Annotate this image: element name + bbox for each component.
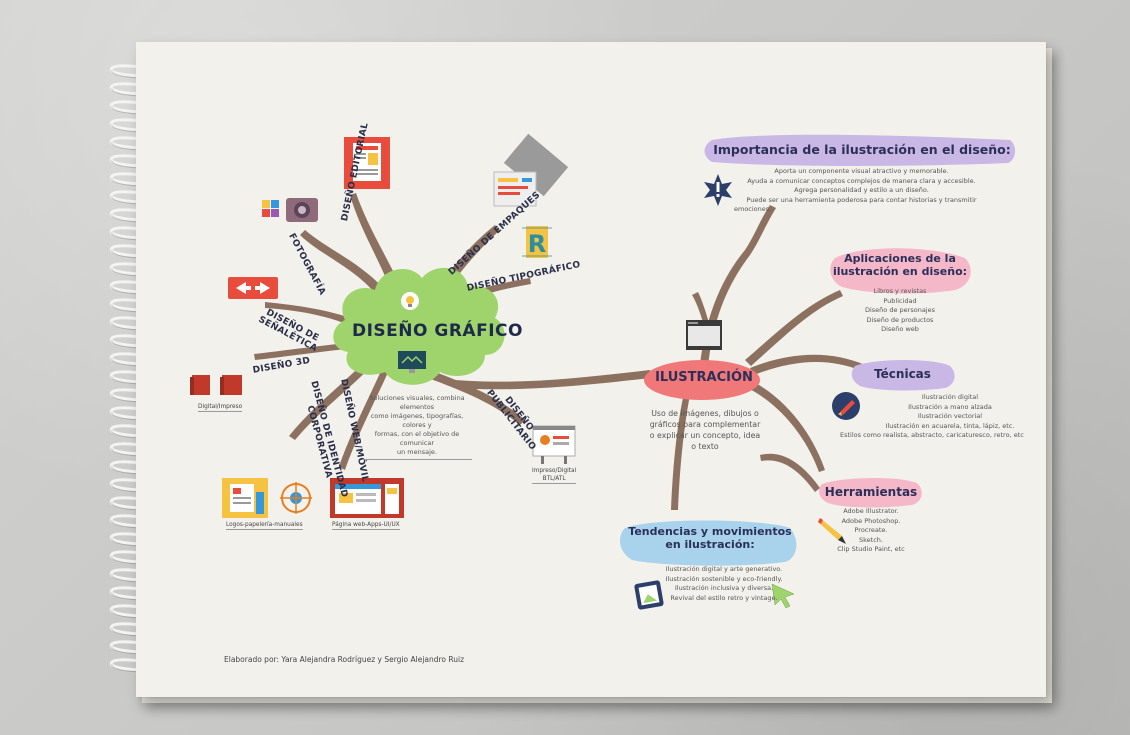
caption-pagina-web: Página web-Apps-UI/UX bbox=[332, 522, 400, 530]
website-icon bbox=[330, 478, 404, 518]
letter-r-icon: R bbox=[522, 226, 552, 258]
aplicaciones-title: Aplicaciones de la ilustración en diseño… bbox=[832, 252, 968, 278]
ilustracion-blob bbox=[644, 360, 760, 400]
central-cloud bbox=[333, 267, 505, 385]
browser-window-icon bbox=[686, 320, 722, 350]
tecnicas-blob bbox=[851, 360, 955, 391]
box-icon bbox=[493, 133, 569, 207]
billboard-icon bbox=[532, 425, 576, 464]
aplicaciones-blob bbox=[830, 248, 971, 294]
herramientas-blob bbox=[819, 478, 922, 508]
caption-digital-impreso: Digital/Impreso bbox=[198, 404, 243, 412]
herramientas-title: Herramientas bbox=[824, 485, 918, 499]
central-description: Soluciones visuales, combina elementos c… bbox=[362, 394, 472, 460]
tendencias-title: Tendencias y movimientos en ilustración: bbox=[628, 525, 792, 551]
picture-icon bbox=[634, 580, 664, 610]
importancia-blob bbox=[704, 134, 1016, 166]
pencil-icon bbox=[818, 518, 846, 544]
author-credit: Elaborado por: Yara Alejandra Rodríguez … bbox=[224, 655, 465, 664]
caption-logos: Logos-papelería-manuales bbox=[226, 522, 303, 530]
tendencias-list: Ilustración digital y arte generativo. I… bbox=[665, 565, 783, 602]
aplicaciones-list: Libros y revistas Publicidad Diseño de p… bbox=[864, 287, 935, 333]
ilustracion-title: ILUSTRACIÓN bbox=[655, 370, 753, 385]
importancia-title: Importancia de la ilustración en el dise… bbox=[713, 142, 1011, 157]
logo-sheet-icon bbox=[222, 478, 312, 518]
exclamation-icon bbox=[704, 174, 732, 206]
tecnicas-list: Ilustración digital Ilustración a mano a… bbox=[840, 393, 1024, 439]
arrows-sign-icon bbox=[228, 277, 278, 299]
tecnicas-title: Técnicas bbox=[874, 367, 931, 381]
svg-text:R: R bbox=[528, 230, 546, 258]
tendencias-blob bbox=[619, 520, 797, 566]
cursor-icon bbox=[771, 583, 795, 609]
right-branches bbox=[671, 205, 865, 510]
magazine-icon bbox=[344, 137, 390, 189]
caption-impreso-digital: Impreso/Digital BTL/ATL bbox=[532, 468, 577, 484]
camera-icon bbox=[262, 198, 318, 222]
brush-icon bbox=[832, 392, 860, 420]
herramientas-list: Adobe Illustrator. Adobe Photoshop. Proc… bbox=[837, 507, 905, 553]
importancia-list: Aporta un componente visual atractivo y … bbox=[734, 167, 977, 213]
cube-icon bbox=[190, 375, 242, 395]
lightbulb-icon bbox=[401, 292, 419, 310]
central-title: DISEÑO GRÁFICO bbox=[352, 321, 523, 341]
monitor-icon bbox=[398, 351, 426, 373]
ilustracion-description: Uso de imágenes, dibujos o gráficos para… bbox=[649, 409, 761, 451]
